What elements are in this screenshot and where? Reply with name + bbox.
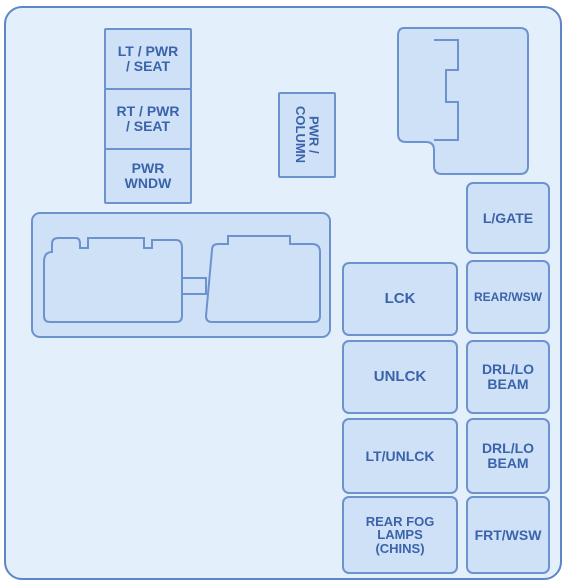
- fuse-lck: LCK: [342, 262, 458, 336]
- fuse-drl-lo-beam-1: DRL/LO BEAM: [466, 340, 550, 414]
- connector-bridge: [181, 277, 207, 295]
- connector-socket-left: [43, 237, 183, 323]
- fuse-rear-fog-lamps: REAR FOG LAMPS (CHINS): [342, 496, 458, 574]
- fuse-frt-wsw: FRT/WSW: [466, 496, 550, 574]
- fuse-lt-pwr-seat: LT / PWR / SEAT: [104, 28, 192, 90]
- relay-block: [397, 27, 529, 175]
- relay-body: [397, 27, 529, 175]
- fuse-drl-lo-beam-2: DRL/LO BEAM: [466, 418, 550, 494]
- connector-socket-right: [204, 235, 321, 323]
- fuse-l-gate: L/GATE: [466, 182, 550, 254]
- fuse-pwr-wndw: PWR WNDW: [104, 148, 192, 204]
- fuse-rear-wsw: REAR/WSW: [466, 260, 550, 334]
- connector-housing: [31, 212, 331, 338]
- fuse-lt-unlck: LT/UNLCK: [342, 418, 458, 494]
- fuse-pwr-column: PWR / COLUMN: [278, 92, 336, 178]
- fuse-unlck: UNLCK: [342, 340, 458, 414]
- relay-notch: [434, 39, 459, 141]
- fuse-rt-pwr-seat: RT / PWR / SEAT: [104, 88, 192, 150]
